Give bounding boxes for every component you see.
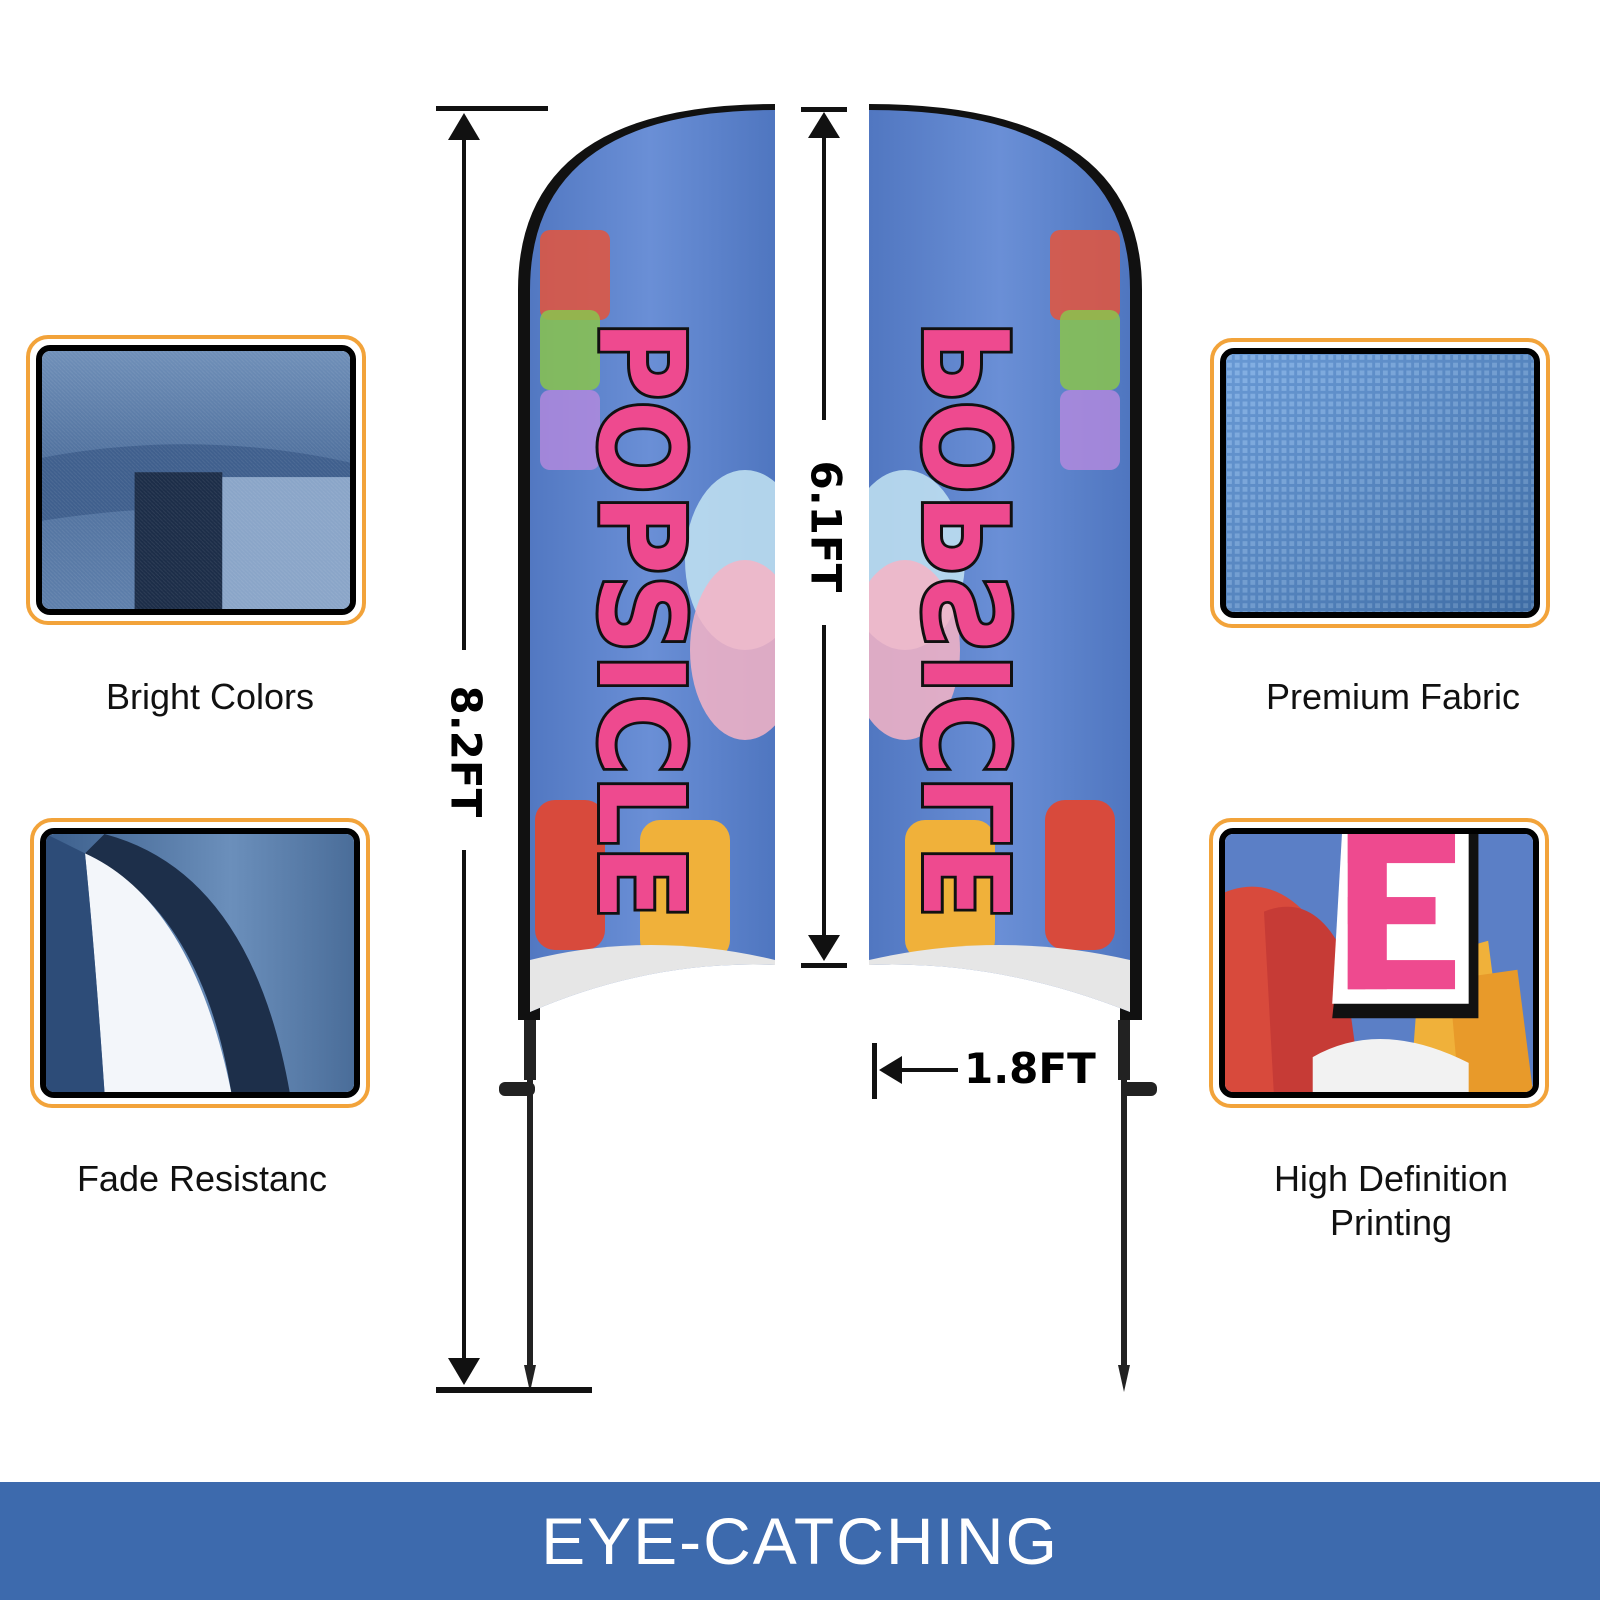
fabric-swatch-premium-fabric [1210, 338, 1550, 628]
flag-width-label: 1.8FT [964, 1044, 1096, 1093]
feather-flag-illustration: POPSICLE POPSICLE [436, 104, 1157, 1393]
fabric-swatch-fade-resistance [30, 818, 370, 1108]
footer-headline: EYE-CATCHING [541, 1504, 1059, 1578]
fabric-closeup-image [1226, 354, 1534, 612]
feature-caption: Premium Fabric [1265, 676, 1521, 717]
flag-width-dimension-line [872, 1043, 958, 1099]
feature-caption: Printing [1329, 1202, 1453, 1243]
feature-caption: Bright Colors [105, 676, 315, 717]
flag-height-label: 6.1FT [801, 460, 851, 593]
flag-word-text: POPSICLE [572, 320, 710, 920]
footer-banner: EYE-CATCHING [0, 1482, 1600, 1600]
printed-detail-image [1225, 834, 1533, 1092]
flag-height-dimension-line [801, 107, 847, 968]
feature-caption: High Definition [1273, 1158, 1509, 1199]
fabric-swatch-bright-colors [26, 335, 366, 625]
fabric-closeup-image [42, 351, 350, 609]
total-height-dimension-line [436, 106, 592, 1393]
total-height-label: 8.2FT [441, 685, 491, 818]
flag-word-mirrored-text: POPSICLE [900, 320, 1038, 920]
fabric-closeup-image [46, 834, 354, 1092]
flag-front: POPSICLE [499, 104, 775, 1392]
flag-back: POPSICLE [869, 104, 1157, 1392]
fabric-swatch-hd-printing [1209, 818, 1549, 1108]
feature-caption: Fade Resistanc [76, 1158, 328, 1199]
